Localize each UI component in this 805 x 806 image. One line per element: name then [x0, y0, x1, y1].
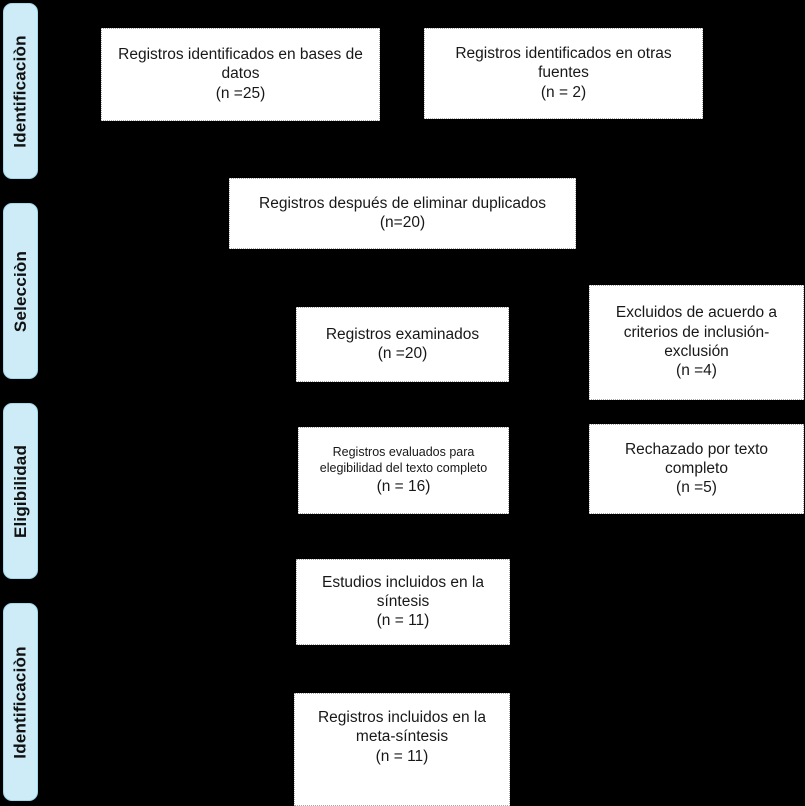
box-studies-included-synthesis: Estudios incluidos en la síntesis (n = 1… [296, 559, 510, 645]
box-records-included-meta-synthesis: Registros incluidos en la meta-síntesis … [294, 693, 510, 806]
arrow-head-to-excluded [583, 338, 590, 348]
arrow-head-to-duplicates [396, 172, 406, 179]
arrow-head-to-screened [396, 300, 406, 307]
box-records-screened: Registros examinados (n =20) [296, 307, 509, 382]
stage-tab-identificacion-1: Identificaciòn [3, 3, 38, 179]
box-rejected-full-text: Rechazado por texto completo (n =5) [589, 424, 804, 514]
box-body: Registros identificados en bases de dato… [118, 46, 363, 83]
box-body: Registros incluidos en la meta-síntesis [317, 709, 486, 746]
box-count: (n = 11) [375, 747, 429, 765]
box-body: Registros evaluados para elegibilidad de… [319, 445, 488, 476]
box-body: Registros identificados en otras fuentes [455, 45, 672, 82]
box-count: (n =20) [377, 345, 428, 363]
box-count: (n =5) [676, 479, 717, 497]
stage-tab-identificacion-2: Identificaciòn [3, 603, 38, 801]
box-count: (n = 16) [376, 477, 431, 495]
stage-tab-label: Identificaciòn [11, 645, 30, 759]
connector-screened-to-eligibility [401, 382, 403, 424]
connector-screened-to-excluded [509, 342, 587, 344]
box-body: Rechazado por texto completo [624, 440, 769, 477]
stage-tab-label: Identificaciòn [11, 34, 30, 148]
connector-eligibility-to-included [401, 514, 403, 559]
box-records-identified-other-sources: Registros identificados en otras fuentes… [424, 28, 703, 119]
box-count: (n = 11) [376, 612, 430, 630]
stage-tab-eligibilidad: Eligibilidad [3, 403, 38, 579]
box-records-excluded-criteria: Excluidos de acuerdo a criterios de incl… [589, 285, 804, 400]
box-body: Registros examinados [325, 325, 480, 343]
arrow-head-to-included [396, 553, 406, 560]
box-count: (n =4) [676, 362, 717, 380]
arrow-head-to-eligibility [396, 418, 406, 425]
arrow-head-to-rejected [583, 465, 590, 475]
stage-tab-label: Eligibilidad [11, 444, 31, 538]
arrow-head-to-meta [396, 687, 406, 694]
box-body: Excluidos de acuerdo a criterios de incl… [615, 304, 778, 361]
connector-other-sources-to-duplicates [562, 119, 564, 151]
box-count: (n=20) [379, 214, 426, 232]
box-body: Registros después de eliminar duplicados [259, 194, 546, 212]
stage-tab-label: Selecciòn [11, 250, 30, 332]
box-records-after-duplicates-removed: Registros después de eliminar duplicados… [229, 178, 576, 249]
connector-duplicates-to-screened [401, 249, 403, 305]
box-full-text-assessed-eligibility: Registros evaluados para elegibilidad de… [298, 427, 509, 514]
connector-eligibility-to-rejected [509, 469, 587, 471]
connector-merge-down [401, 150, 403, 175]
box-count: (n =25) [215, 84, 266, 102]
box-count: (n = 2) [540, 83, 587, 101]
stage-tab-seleccion: Selecciòn [3, 203, 38, 379]
connector-databases-to-duplicates [240, 121, 242, 151]
connector-included-to-meta [401, 645, 403, 693]
box-body: Estudios incluidos en la síntesis [322, 573, 484, 610]
box-records-identified-databases: Registros identificados en bases de dato… [101, 28, 380, 121]
